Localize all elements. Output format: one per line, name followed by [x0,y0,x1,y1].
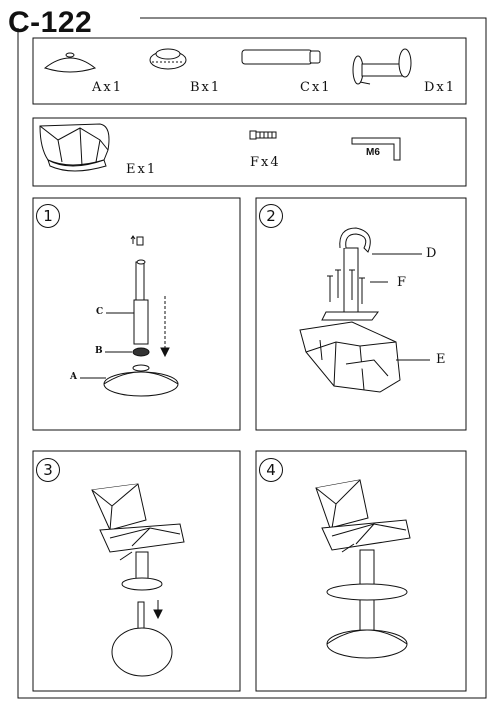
step-1-number: 1 [36,204,60,228]
step-4-number: 4 [259,458,283,482]
part-a-label: Ax1 [92,80,123,95]
step-3-number: 3 [36,458,60,482]
step2-label-e: E [436,352,448,367]
step3-drawing [91,483,185,677]
part-b-label: Bx1 [190,80,222,95]
part-b-ring-icon [149,48,187,70]
step-2-number: 2 [259,204,283,228]
step1-drawing [80,235,179,397]
part-d-column-icon [352,48,412,85]
allen-key-icon [351,137,401,161]
step2-label-d: D [426,246,439,261]
step1-label-a: A [70,372,77,382]
part-c-cylinder-icon [241,49,321,65]
part-c-label: Cx1 [300,80,332,95]
part-e-seat-icon [39,123,110,172]
model-title: C-122 [8,6,93,39]
step4-drawing [315,479,411,659]
part-f-label: Fx4 [250,155,281,170]
step1-label-b: B [95,346,103,356]
part-e-label: Ex1 [126,162,158,177]
allen-key-label: M6 [366,147,380,158]
part-f-screw-icon [249,130,277,140]
step2-label-f: F [397,275,409,290]
step2-drawing [299,227,430,393]
part-d-label: Dx1 [424,80,457,95]
part-a-base-icon [43,52,97,73]
step1-label-c: C [96,307,104,317]
